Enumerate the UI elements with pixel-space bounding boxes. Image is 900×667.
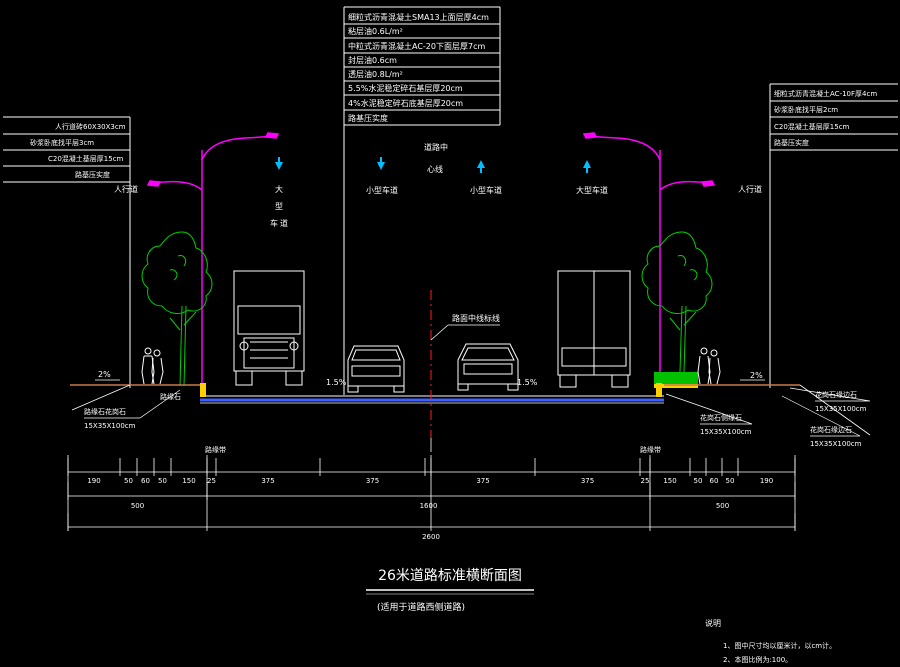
- spec-line: 4%水泥稳定碎石底基层厚20cm: [348, 98, 463, 108]
- dimension-lines: [67, 455, 796, 531]
- dimension-label: 500: [131, 502, 144, 510]
- left-sidewalk-texts: 人行道砖60X30X3cm 砂浆卧底找平层3cm C20混凝土基层厚15cm 路…: [30, 122, 126, 179]
- right-spec-line: 砂浆卧底找平层2cm: [774, 105, 838, 114]
- curb-size: 15X35X100cm: [84, 422, 136, 430]
- left-spec-line: 路基压实度: [75, 170, 110, 179]
- slope-label: 2%: [98, 370, 111, 379]
- right-spec-line: C20混凝土基层厚15cm: [774, 122, 850, 131]
- street-lamp-right: [582, 132, 716, 385]
- dimension-texts: 190 50 60 50 150 25 375 375 375 375 25 150 50 60 50 190…: [87, 477, 773, 541]
- curb-name: 花岗石侧缘石: [700, 413, 742, 422]
- dimension-label: 60: [141, 477, 150, 485]
- left-spec-line: C20混凝土基层厚15cm: [48, 154, 124, 163]
- edge-tag: 路缘带: [205, 445, 226, 454]
- curb-name: 花岗石缘边石: [815, 390, 857, 399]
- dimension-label: 375: [261, 477, 274, 485]
- cross-slope-label: 1.5%: [326, 378, 347, 387]
- street-lamp-left: [146, 132, 280, 385]
- lane-label: 车: [270, 218, 278, 228]
- left-spec-line: 人行道砖60X30X3cm: [55, 122, 126, 131]
- pedestrians-left: [141, 347, 164, 385]
- curb-name: 路缘石花岗石: [84, 407, 126, 416]
- car-right: [457, 343, 519, 391]
- dimension-label: 375: [366, 477, 379, 485]
- tree-left: [141, 231, 213, 387]
- edge-tag: 路缘带: [640, 445, 661, 454]
- sidewalk-label: 人行道: [738, 184, 762, 194]
- drawing-subtitle: (适用于道路西侧道路): [377, 601, 465, 613]
- spec-line: 路基压实度: [348, 113, 388, 123]
- spec-line: 细粒式沥青混凝土SMA13上面层厚4cm: [348, 12, 489, 22]
- notes-heading: 说明: [705, 618, 721, 628]
- dimension-label: 150: [663, 477, 676, 485]
- right-spec-line: 细粒式沥青混凝土AC-10F厚4cm: [774, 89, 877, 98]
- cross-slope-label: 1.5%: [517, 378, 538, 387]
- pavement-spec-texts: 细粒式沥青混凝土SMA13上面层厚4cm 粘层油0.6L/m² 中粒式沥青混凝土…: [348, 12, 489, 123]
- arrow-down-icon: [377, 162, 385, 170]
- sidewalk-label: 人行道: [114, 184, 138, 194]
- dimension-label: 50: [694, 477, 703, 485]
- spec-line: 封层油0.6cm: [348, 55, 397, 65]
- left-spec-line: 砂浆卧底找平层3cm: [30, 138, 94, 147]
- dimension-label: 190: [87, 477, 100, 485]
- curb-size: 15X35X100cm: [810, 440, 862, 448]
- dimension-label: 60: [710, 477, 719, 485]
- spec-line: 5.5%水泥稳定碎石基层厚20cm: [348, 83, 463, 93]
- truck-front-left: [233, 270, 305, 386]
- tree-right: [641, 231, 713, 373]
- slope-label: 2%: [750, 371, 763, 380]
- drawing-title: 26米道路标准横断面图: [378, 568, 522, 584]
- dimension-label: 190: [760, 477, 773, 485]
- spec-line: 透层油0.8L/m²: [348, 69, 403, 79]
- hedge-right: [654, 372, 698, 388]
- spec-line: 中粒式沥青混凝土AC-20下面层厚7cm: [348, 41, 485, 51]
- center-marking-label: 路面中线标线: [452, 313, 500, 323]
- curb-size: 15X35X100cm: [815, 405, 867, 413]
- lane-arrows: [275, 157, 591, 173]
- pavement-spec-table: [343, 6, 501, 395]
- note-item: 2、本图比例为:100。: [723, 655, 792, 664]
- centerline-label: 道路中: [424, 142, 448, 152]
- ground-profile: [70, 383, 871, 436]
- arrow-up-icon: [583, 160, 591, 168]
- arrow-down-icon: [275, 162, 283, 170]
- lane-label: 型: [275, 202, 283, 211]
- lane-label: 大: [275, 184, 283, 194]
- spec-line: 粘层油0.6L/m²: [348, 26, 403, 36]
- dimension-label: 375: [476, 477, 489, 485]
- lane-label: 小型车道: [366, 185, 398, 195]
- arrow-up-icon: [477, 160, 485, 168]
- left-sidewalk-table: [3, 116, 131, 388]
- dimension-label: 50: [726, 477, 735, 485]
- pedestrians-right: [697, 347, 721, 385]
- curb-size: 15X35X100cm: [700, 428, 752, 436]
- dimension-label: 25: [641, 477, 650, 485]
- dimension-label: 2600: [422, 533, 440, 541]
- leader-line: [430, 324, 449, 341]
- dimension-label: 25: [207, 477, 216, 485]
- dimension-label: 500: [716, 502, 729, 510]
- lane-label: 小型车道: [470, 185, 502, 195]
- lane-label: 道: [280, 218, 288, 228]
- right-sidewalk-texts: 细粒式沥青混凝土AC-10F厚4cm 砂浆卧底找平层2cm C20混凝土基层厚1…: [774, 89, 877, 147]
- dimension-label: 375: [581, 477, 594, 485]
- slope-labels: 2% 2% 1.5% 1.5%: [98, 370, 763, 387]
- right-sidewalk-table: [769, 83, 898, 388]
- dimension-label: 50: [124, 477, 133, 485]
- right-spec-line: 路基压实度: [774, 138, 809, 147]
- curb-name: 花岗石缘边石: [810, 425, 852, 434]
- lane-label: 大型车道: [576, 185, 608, 195]
- truck-rear-right: [557, 270, 631, 388]
- dimension-label: 150: [182, 477, 195, 485]
- lane-labels: 大 型 车 道 小型车道 道路中 心线 小型车道 大型车道 人行道 人行道 路面…: [114, 142, 762, 323]
- centerline-label: 心线: [427, 164, 443, 174]
- note-item: 1、图中尺寸均以厘米计，以cm计。: [723, 641, 836, 650]
- dimension-label: 1600: [420, 502, 438, 510]
- dimension-label: 50: [158, 477, 167, 485]
- callout-leaders: [84, 387, 871, 437]
- car-left: [347, 345, 405, 393]
